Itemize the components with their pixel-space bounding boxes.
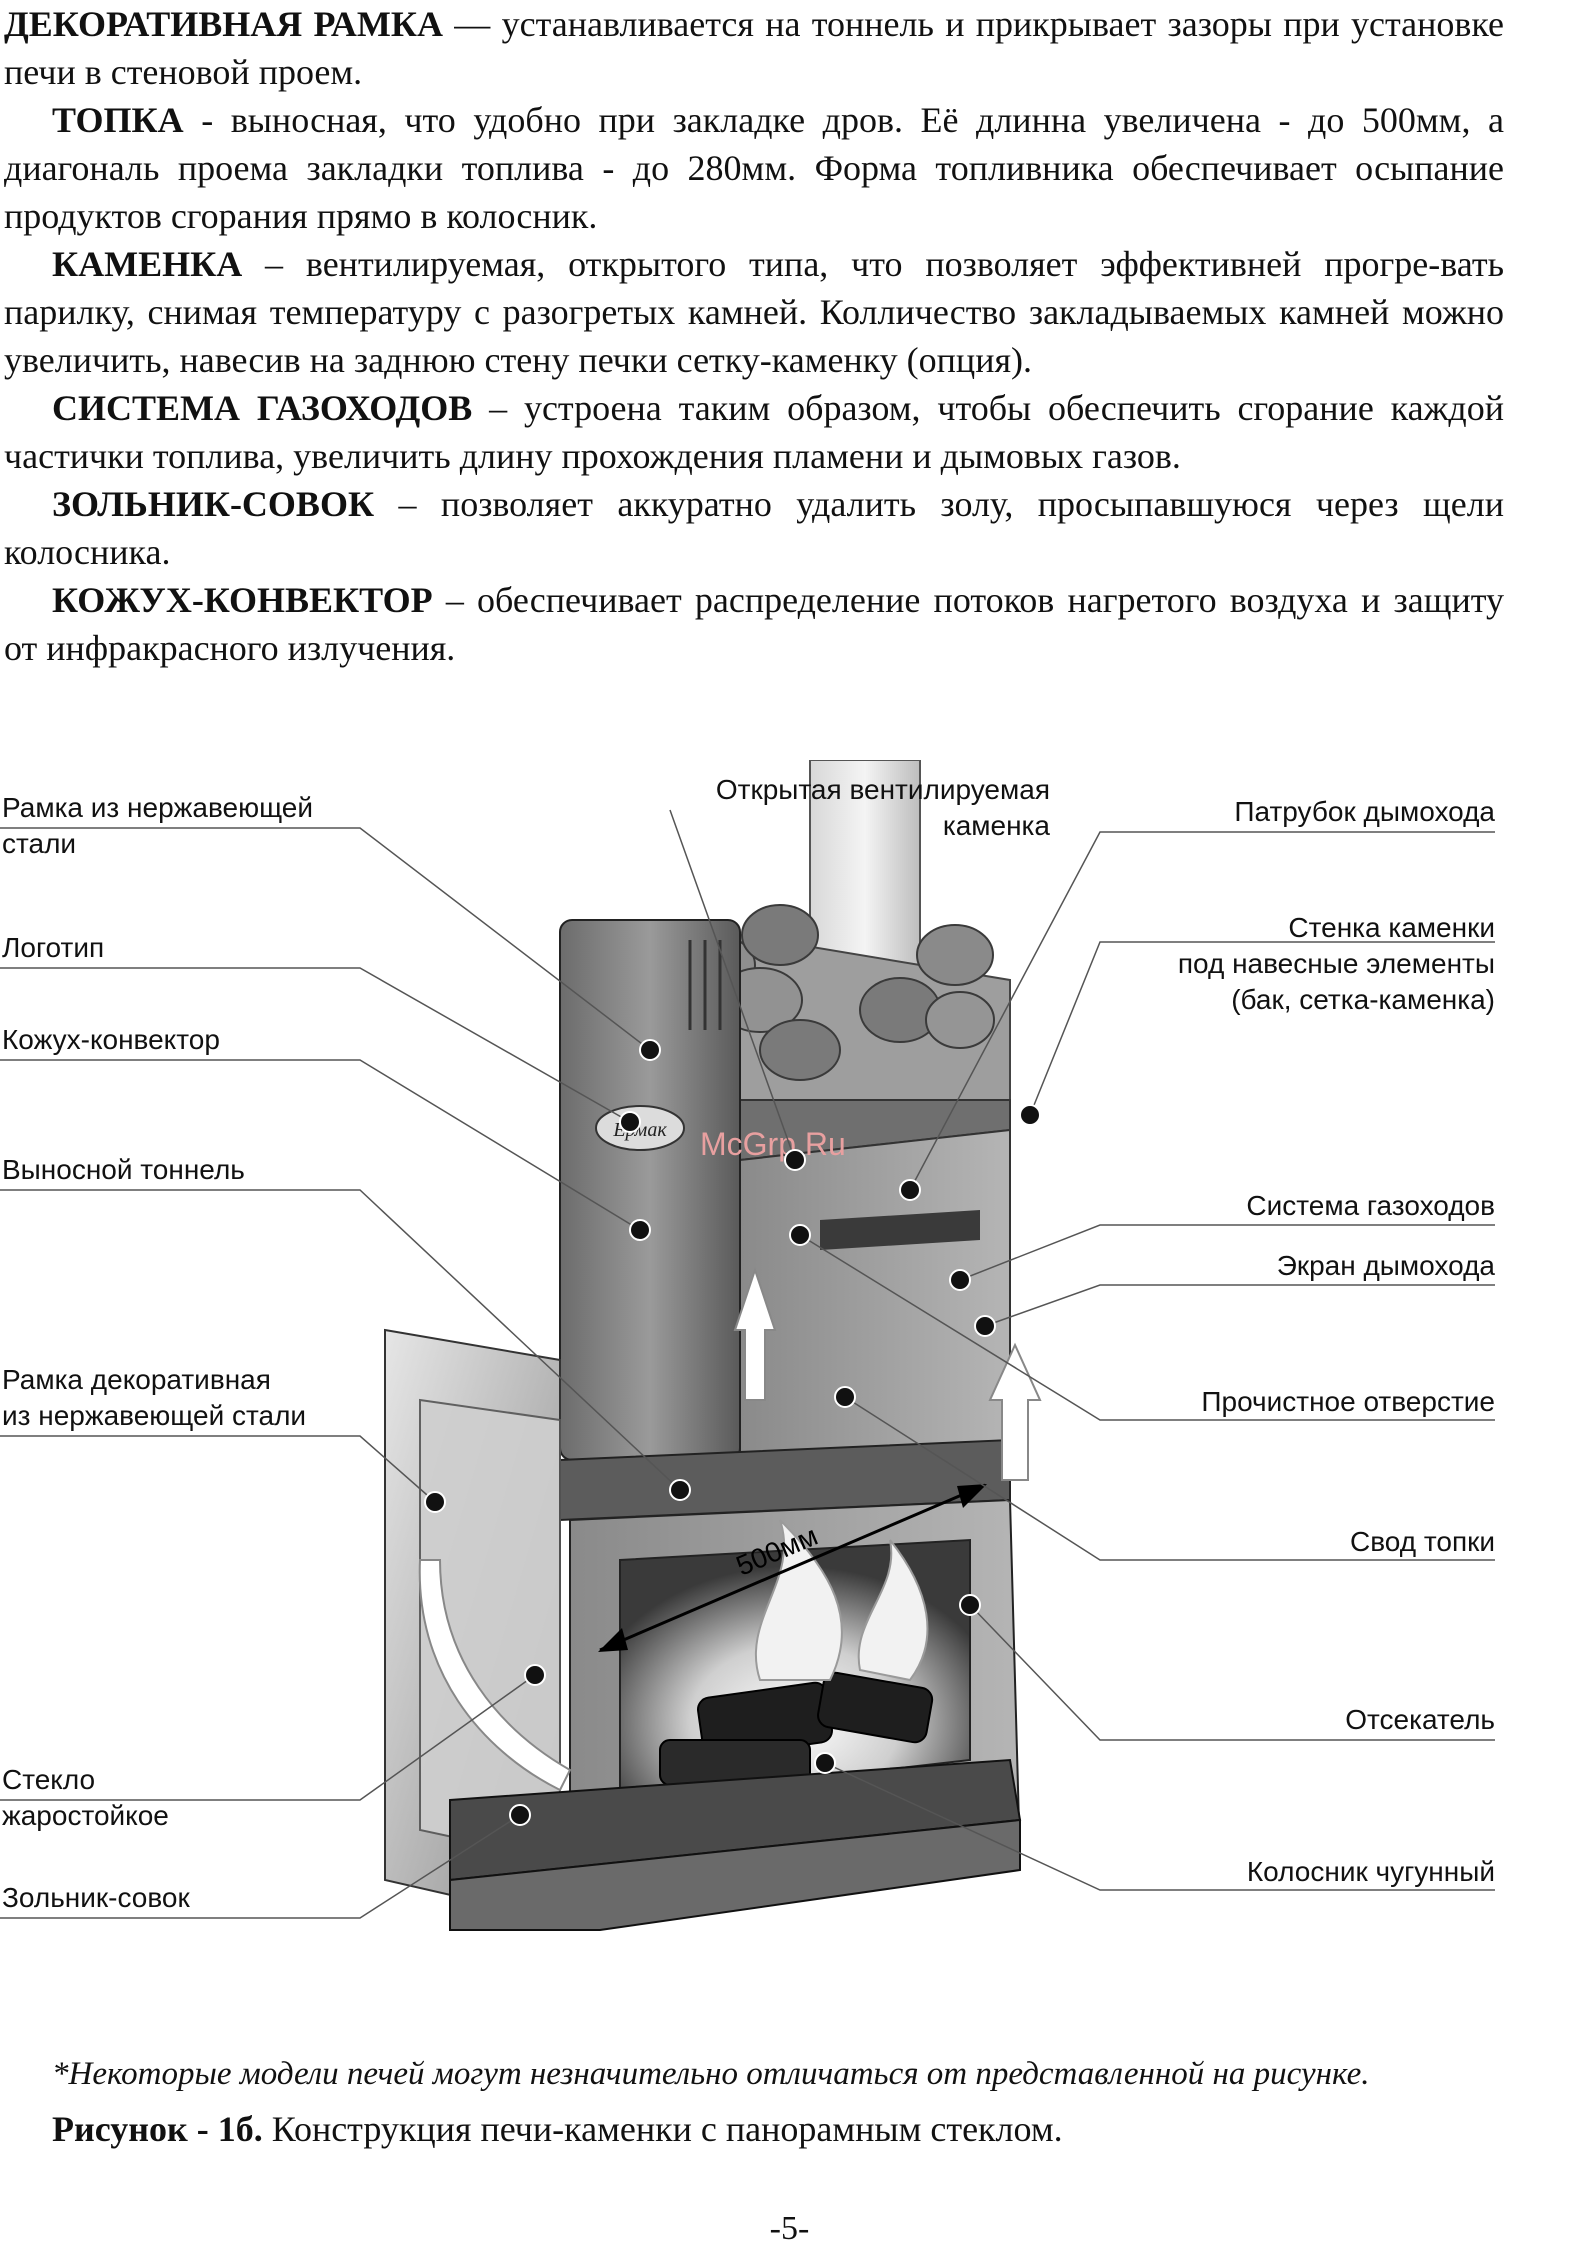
label-chimney-screen: Экран дымохода [1000, 1248, 1495, 1284]
label-line: Кожух-конвектор [2, 1024, 220, 1055]
figure-caption: Рисунок - 1б. Конструкция печи-каменки с… [52, 2108, 1063, 2150]
label-tunnel: Выносной тоннель [2, 1152, 245, 1188]
description: – устроена таким образом, чтобы обеспечи… [4, 388, 1505, 476]
label-line: (бак, сетка-каменка) [1231, 984, 1495, 1015]
label-logo: Логотип [2, 930, 104, 966]
label-line: Патрубок дымохода [1234, 796, 1495, 827]
term: СИСТЕМА ГАЗОХОДОВ [52, 388, 473, 428]
leader-lines [0, 809, 1495, 1919]
label-flue-system: Система газоходов [1000, 1188, 1495, 1224]
ashpan-shape [449, 1818, 1021, 1931]
label-line: Рамка из нержавеющей [2, 792, 314, 823]
label-line: Система газоходов [1246, 1190, 1495, 1221]
label-line: жаростойкое [2, 1800, 169, 1831]
term: КАМЕНКА [52, 244, 243, 284]
label-line: Свод топки [1350, 1526, 1495, 1557]
label-line: Прочистное отверстие [1201, 1386, 1495, 1417]
stove-diagram: Ермак 500мм [0, 760, 1579, 1980]
description: – вентилируемая, открытого типа, что поз… [4, 244, 1504, 380]
logo-badge [595, 1105, 685, 1151]
label-line: стали [2, 828, 77, 859]
label-chimney-pipe: Патрубок дымохода [1000, 794, 1495, 830]
stove-illustration: Ермак 500мм [0, 760, 1495, 1931]
logs [659, 1671, 934, 1786]
label-casing: Кожух-конвектор [2, 1022, 220, 1058]
label-line: Логотип [2, 932, 105, 963]
label-heater-wall: Стенка каменки под навесные элементы (ба… [1000, 910, 1495, 1018]
label-cleanout: Прочистное отверстие [1000, 1384, 1495, 1420]
paragraph-flue-system: СИСТЕМА ГАЗОХОДОВ – устроена таким образ… [4, 384, 1504, 480]
air-flow-arrows [418, 1266, 1042, 1792]
label-frame: Рамка из нержавеющей стали [2, 790, 313, 862]
term: ТОПКА [52, 100, 184, 140]
label-line: Зольник-совок [2, 1882, 190, 1913]
label-line: Стекло [2, 1764, 96, 1795]
description: - выносная, что удобно при закладке дров… [4, 100, 1504, 236]
watermark-text: McGrp.Ru [700, 1126, 846, 1162]
paragraph-heater: КАМЕНКА – вентилируемая, открытого типа,… [4, 240, 1504, 384]
flue-box [739, 1128, 1011, 1462]
label-line: Экран дымохода [1276, 1250, 1495, 1281]
label-ashpan: Зольник-совок [2, 1880, 190, 1916]
label-open-heater: Открытая вентилируемая каменка [600, 772, 1050, 844]
label-line: Открытая вентилируемая [715, 774, 1050, 805]
flames [754, 1519, 929, 1682]
caption-label: Рисунок - 1б. [52, 2109, 263, 2149]
term: КОЖУХ-КОНВЕКТОР [52, 580, 433, 620]
page-number: -5- [769, 2210, 810, 2247]
label-line: Колосник чугунный [1246, 1856, 1495, 1887]
description: – обеспечивает распределение потоков наг… [4, 580, 1504, 668]
caption-text: Конструкция печи-каменки с панорамным ст… [262, 2109, 1063, 2149]
label-line: Выносной тоннель [2, 1154, 245, 1185]
term: ЗОЛЬНИК-СОВОК [52, 484, 375, 524]
callout-dots [424, 1039, 1041, 1826]
paragraph-decorative-frame: ДЕКОРАТИВНАЯ РАМКА — устанавливается на … [4, 0, 1504, 96]
label-line: Отсекатель [1345, 1704, 1495, 1735]
description: — устанавливается на тоннель и прикрывае… [4, 4, 1504, 92]
label-deco-frame: Рамка декоративная из нержавеющей стали [2, 1362, 306, 1434]
description: – позволяет аккуратно удалить золу, прос… [4, 484, 1504, 572]
label-line: под навесные элементы [1177, 948, 1495, 979]
label-line: Стенка каменки [1288, 912, 1495, 943]
paragraph-firebox: ТОПКА - выносная, что удобно при закладк… [4, 96, 1504, 240]
label-grate: Колосник чугунный [1000, 1854, 1495, 1890]
term: ДЕКОРАТИВНАЯ РАМКА [4, 4, 443, 44]
label-cutoff: Отсекатель [1000, 1702, 1495, 1738]
label-vault: Свод топки [1000, 1524, 1495, 1560]
paragraph-ashpan: ЗОЛЬНИК-СОВОК – позволяет аккуратно удал… [4, 480, 1504, 576]
paragraph-casing: КОЖУХ-КОНВЕКТОР – обеспечивает распредел… [4, 576, 1504, 672]
label-line: из нержавеющей стали [2, 1400, 307, 1431]
label-line: Рамка декоративная [2, 1364, 271, 1395]
label-glass: Стекло жаростойкое [2, 1762, 169, 1834]
figure-note: *Некоторые модели печей могут незначител… [52, 2056, 1370, 2092]
label-line: каменка [942, 810, 1050, 841]
